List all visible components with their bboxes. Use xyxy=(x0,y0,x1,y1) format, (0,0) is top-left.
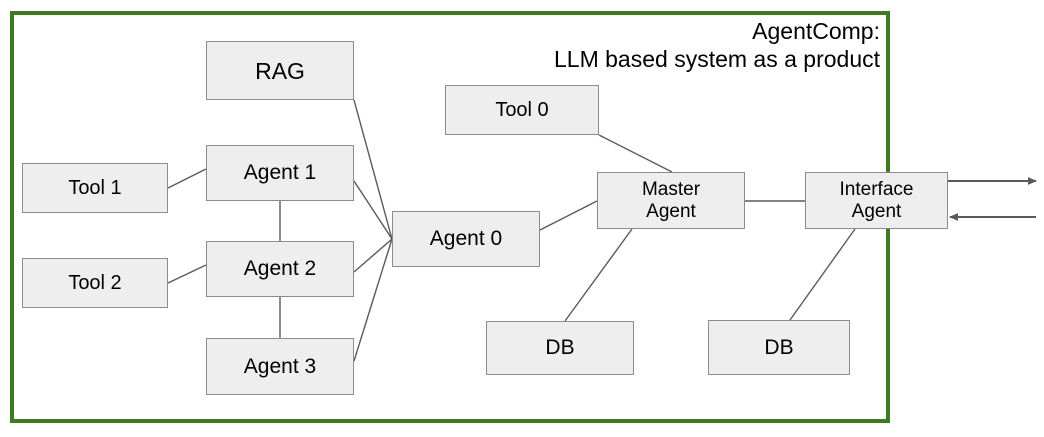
node-label-tool1: Tool 1 xyxy=(68,176,122,199)
node-agent0[interactable]: Agent 0 xyxy=(392,211,540,267)
node-label-agent1: Agent 1 xyxy=(243,161,317,185)
node-tool2[interactable]: Tool 2 xyxy=(22,258,168,308)
node-agent1[interactable]: Agent 1 xyxy=(206,145,354,201)
node-tool1[interactable]: Tool 1 xyxy=(22,163,168,213)
node-rag[interactable]: RAG xyxy=(206,41,354,100)
node-label-db2: DB xyxy=(764,335,794,359)
node-label-agent2: Agent 2 xyxy=(243,257,317,281)
node-label-master: Master Agent xyxy=(641,179,701,222)
diagram-title-line-1: AgentComp: xyxy=(752,18,880,44)
diagram-title: AgentComp: LLM based system as a product xyxy=(554,17,880,73)
node-interface[interactable]: Interface Agent xyxy=(805,172,948,229)
node-agent2[interactable]: Agent 2 xyxy=(206,241,354,297)
node-label-agent3: Agent 3 xyxy=(243,354,317,378)
diagram-title-line-2: LLM based system as a product xyxy=(554,46,880,73)
node-master[interactable]: Master Agent xyxy=(597,172,745,229)
node-label-agent0: Agent 0 xyxy=(429,227,503,251)
node-db2[interactable]: DB xyxy=(708,320,850,375)
node-label-db1: DB xyxy=(545,336,575,360)
node-label-interface: Interface Agent xyxy=(839,179,914,222)
node-tool0[interactable]: Tool 0 xyxy=(445,85,599,135)
node-agent3[interactable]: Agent 3 xyxy=(206,338,354,395)
node-label-tool2: Tool 2 xyxy=(68,271,122,294)
node-db1[interactable]: DB xyxy=(486,321,634,375)
node-label-tool0: Tool 0 xyxy=(495,98,549,121)
node-label-rag: RAG xyxy=(255,57,305,84)
